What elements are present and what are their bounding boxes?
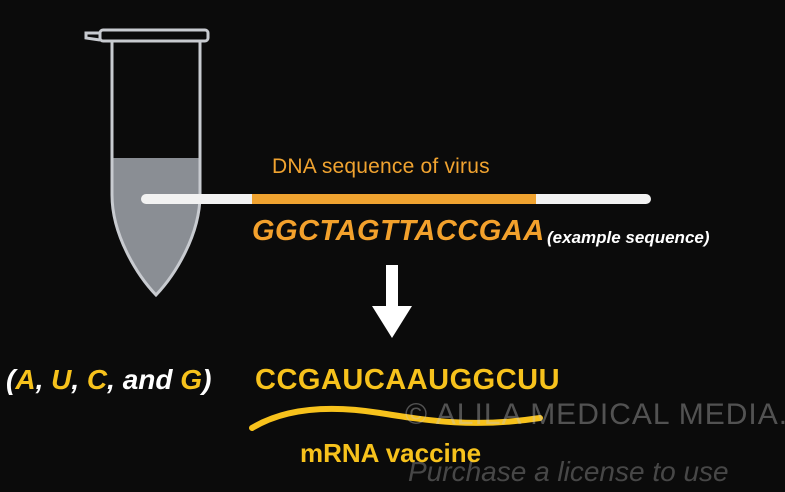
test-tube [84,28,210,298]
mrna-sequence: CCGAUCAAUGGCUU [255,364,561,396]
watermark-copyright: © ALILA MEDICAL MEDIA. All righ [405,398,785,431]
bases-open-paren: ( [6,364,16,395]
down-arrow-icon [372,265,412,338]
bases-close-paren: ) [202,364,212,395]
bases-separator: , [35,364,52,395]
dna-sequence: GGCTAGTTACCGAA [252,215,545,247]
mrna-vaccine-label: mRNA vaccine [300,438,482,468]
watermark-license: Purchase a license to use [408,456,729,487]
bases-separator: , [71,364,87,395]
tube-cap-tab [84,31,101,42]
dna-sequence-label: DNA sequence of virus [272,155,490,178]
base-g: G [180,364,203,395]
tube-liquid [112,158,200,295]
tube-outline [110,42,202,298]
tube-rim [98,28,210,43]
base-c: C [86,364,108,395]
base-a: A [15,364,36,395]
rna-bases-label: (A, U, C, and G) [6,364,211,396]
base-u: U [51,364,72,395]
mrna-strand [249,405,543,431]
example-sequence-note: (example sequence) [547,228,710,247]
bases-and: , and [107,364,181,395]
